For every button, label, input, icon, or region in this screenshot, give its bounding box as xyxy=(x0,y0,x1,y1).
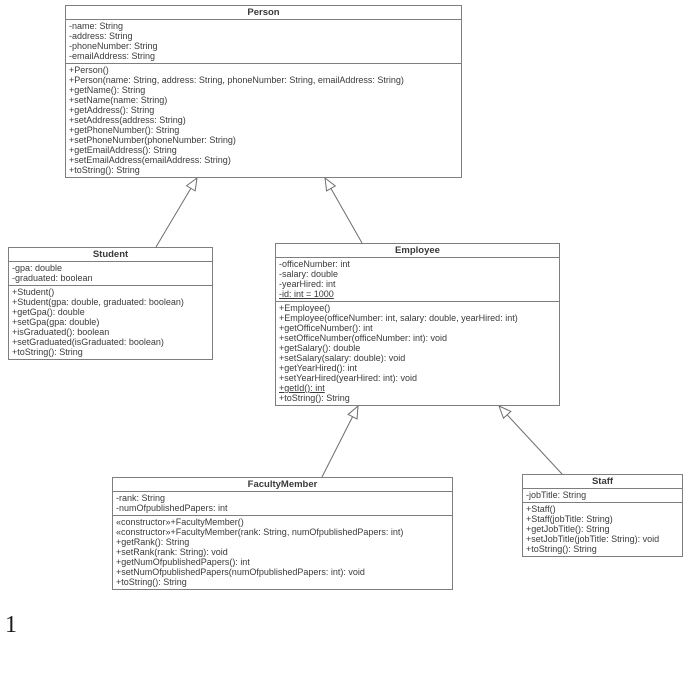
uml-class-student: Student -gpa: double-graduated: boolean … xyxy=(8,247,213,360)
uml-attribute: -gpa: double xyxy=(12,263,63,273)
uml-method: «constructor»+FacultyMember() xyxy=(116,517,244,527)
uml-class-person: Person -name: String-address: String-pho… xyxy=(65,5,462,178)
uml-attribute: -graduated: boolean xyxy=(12,273,93,283)
class-title-facultymember: FacultyMember xyxy=(113,478,452,492)
class-title-employee: Employee xyxy=(276,244,559,258)
class-title-student: Student xyxy=(9,248,212,262)
uml-method: +getEmailAddress(): String xyxy=(69,145,177,155)
attributes-section-employee: -officeNumber: int-salary: double-yearHi… xyxy=(276,258,559,302)
uml-attribute: -phoneNumber: String xyxy=(69,41,158,51)
uml-method: +isGraduated(): boolean xyxy=(12,327,110,337)
uml-method: +Person(name: String, address: String, p… xyxy=(69,75,404,85)
uml-class-employee: Employee -officeNumber: int-salary: doub… xyxy=(275,243,560,406)
methods-section-employee: +Employee()+Employee(officeNumber: int, … xyxy=(276,302,559,405)
uml-method: +setAddress(address: String) xyxy=(69,115,186,125)
uml-method: +getSalary(): double xyxy=(279,343,361,353)
uml-method: +Employee(officeNumber: int, salary: dou… xyxy=(279,313,518,323)
uml-method: +setEmailAddress(emailAddress: String) xyxy=(69,155,231,165)
methods-section-staff: +Staff()+Staff(jobTitle: String)+getJobT… xyxy=(523,503,682,556)
uml-method: +Person() xyxy=(69,65,109,75)
uml-method: +getNumOfpublishedPapers(): int xyxy=(116,557,250,567)
uml-method: +setPhoneNumber(phoneNumber: String) xyxy=(69,135,236,145)
attributes-section-staff: -jobTitle: String xyxy=(523,489,682,503)
methods-section-facultymember: «constructor»+FacultyMember()«constructo… xyxy=(113,516,452,589)
attributes-section-facultymember: -rank: String-numOfpublishedPapers: int xyxy=(113,492,452,516)
uml-class-staff: Staff -jobTitle: String +Staff()+Staff(j… xyxy=(522,474,683,557)
uml-method: +toString(): String xyxy=(116,577,187,587)
methods-section-person: +Person()+Person(name: String, address: … xyxy=(66,64,461,177)
uml-method: +getRank(): String xyxy=(116,537,190,547)
uml-method: +toString(): String xyxy=(279,393,350,403)
inheritance-arrow-employee-person xyxy=(325,178,363,244)
page-number: 1 xyxy=(5,612,17,638)
uml-method: +setNumOfpublishedPapers(numOfpublishedP… xyxy=(116,567,365,577)
uml-method: +setRank(rank: String): void xyxy=(116,547,228,557)
uml-method: +getName(): String xyxy=(69,85,146,95)
uml-method: +setYearHired(yearHired: int): void xyxy=(279,373,417,383)
uml-attribute: -numOfpublishedPapers: int xyxy=(116,503,228,513)
class-title-person: Person xyxy=(66,6,461,20)
uml-method: +getJobTitle(): String xyxy=(526,524,610,534)
uml-method: +setName(name: String) xyxy=(69,95,168,105)
uml-class-facultymember: FacultyMember -rank: String-numOfpublish… xyxy=(112,477,453,590)
inheritance-arrow-facultymember-employee xyxy=(321,406,358,478)
uml-method: +getGpa(): double xyxy=(12,307,85,317)
uml-method: +toString(): String xyxy=(69,165,140,175)
attributes-section-student: -gpa: double-graduated: boolean xyxy=(9,262,212,286)
uml-attribute: -name: String xyxy=(69,21,124,31)
uml-method: +getAddress(): String xyxy=(69,105,155,115)
uml-method: +toString(): String xyxy=(526,544,597,554)
uml-method: +setOfficeNumber(officeNumber: int): voi… xyxy=(279,333,447,343)
attributes-section-person: -name: String-address: String-phoneNumbe… xyxy=(66,20,461,64)
uml-method: +setGpa(gpa: double) xyxy=(12,317,100,327)
uml-method: +getId(): int xyxy=(279,383,325,393)
uml-attribute: -emailAddress: String xyxy=(69,51,156,61)
uml-attribute: -jobTitle: String xyxy=(526,490,587,500)
class-title-staff: Staff xyxy=(523,475,682,489)
inheritance-arrow-staff-employee xyxy=(499,406,563,475)
uml-method: +getOfficeNumber(): int xyxy=(279,323,373,333)
uml-attribute: -id: int = 1000 xyxy=(279,289,334,299)
uml-method: «constructor»+FacultyMember(rank: String… xyxy=(116,527,404,537)
uml-method: +getPhoneNumber(): String xyxy=(69,125,180,135)
uml-method: +getYearHired(): int xyxy=(279,363,357,373)
uml-method: +setJobTitle(jobTitle: String): void xyxy=(526,534,660,544)
inheritance-arrow-student-person xyxy=(155,178,197,248)
uml-attribute: -rank: String xyxy=(116,493,166,503)
uml-method: +Employee() xyxy=(279,303,331,313)
uml-attribute: -salary: double xyxy=(279,269,339,279)
uml-method: +Student(gpa: double, graduated: boolean… xyxy=(12,297,184,307)
uml-method: +Staff() xyxy=(526,504,556,514)
uml-method: +setGraduated(isGraduated: boolean) xyxy=(12,337,164,347)
uml-attribute: -officeNumber: int xyxy=(279,259,350,269)
uml-attribute: -yearHired: int xyxy=(279,279,336,289)
uml-method: +setSalary(salary: double): void xyxy=(279,353,406,363)
uml-attribute: -address: String xyxy=(69,31,133,41)
uml-method: +Student() xyxy=(12,287,55,297)
methods-section-student: +Student()+Student(gpa: double, graduate… xyxy=(9,286,212,359)
uml-method: +toString(): String xyxy=(12,347,83,357)
uml-method: +Staff(jobTitle: String) xyxy=(526,514,613,524)
